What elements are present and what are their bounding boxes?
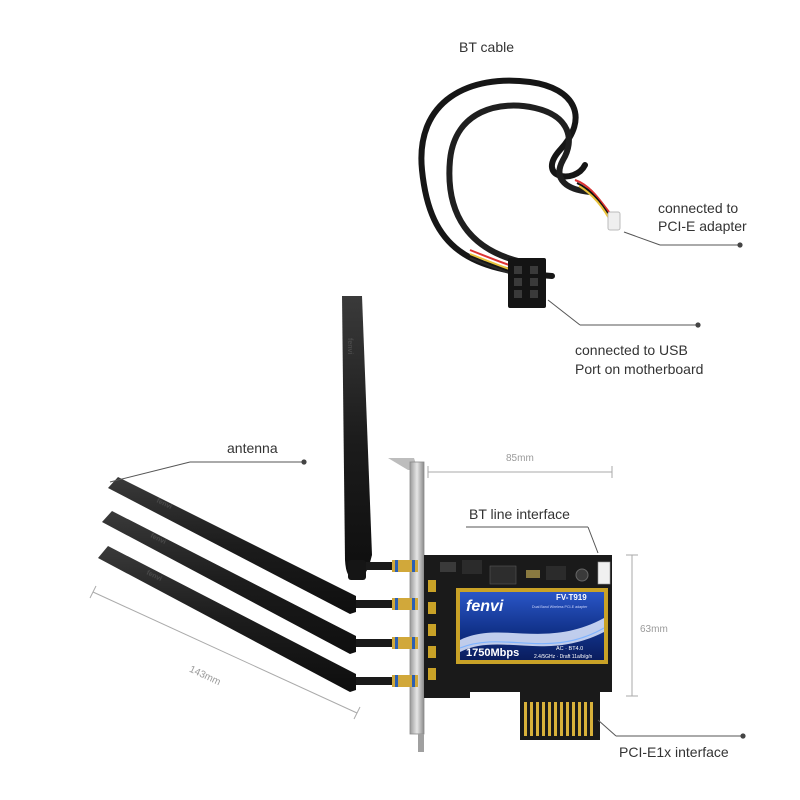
label-bt-cable: BT cable <box>459 39 514 55</box>
dimension-antenna-line <box>89 585 361 720</box>
label-connected-pcie-1: connected to <box>658 200 739 216</box>
card-model: FV-T919 <box>556 593 587 602</box>
leader-usb <box>547 299 701 328</box>
card-speed: 1750Mbps <box>466 647 519 659</box>
sma-connectors <box>392 560 418 687</box>
antenna-brand-vertical: fenvi <box>346 338 353 354</box>
pcb-board <box>424 555 612 740</box>
usb-header-connector <box>508 258 546 308</box>
dimension-width-line <box>427 466 613 478</box>
card-subtitle: Dual Band Wireless PCI-E adapter <box>532 605 588 609</box>
card-brand: fenvi <box>466 598 504 615</box>
card-spec-2: 2.4/5GHz · Draft 11a/b/g/n <box>534 654 592 660</box>
label-connected-usb-2: Port on motherboard <box>575 361 704 377</box>
leader-pcie1x <box>597 719 746 739</box>
dimension-height-label: 63mm <box>640 624 668 635</box>
small-bt-connector <box>607 211 621 231</box>
antenna-vertical <box>342 296 392 580</box>
dimension-width-label: 85mm <box>506 453 534 464</box>
antenna-angled-1 <box>108 477 392 614</box>
leader-antenna <box>109 459 307 483</box>
label-antenna: antenna <box>227 440 278 456</box>
label-bt-line-interface: BT line interface <box>469 506 570 522</box>
card-spec-1: AC · BT4.0 <box>556 646 583 652</box>
antenna-angled-2 <box>102 511 392 654</box>
leader-bt-line <box>466 526 599 554</box>
leader-pcie-adapter <box>623 231 743 248</box>
label-connected-usb-1: connected to USB <box>575 342 688 358</box>
bt-header-port <box>597 561 611 585</box>
dimension-height-line <box>626 554 638 697</box>
antenna-angled-3 <box>98 546 392 692</box>
label-connected-pcie-2: PCI-E adapter <box>658 218 747 234</box>
label-pcie1x-interface: PCI-E1x interface <box>619 744 729 760</box>
bt-cable <box>418 77 621 308</box>
